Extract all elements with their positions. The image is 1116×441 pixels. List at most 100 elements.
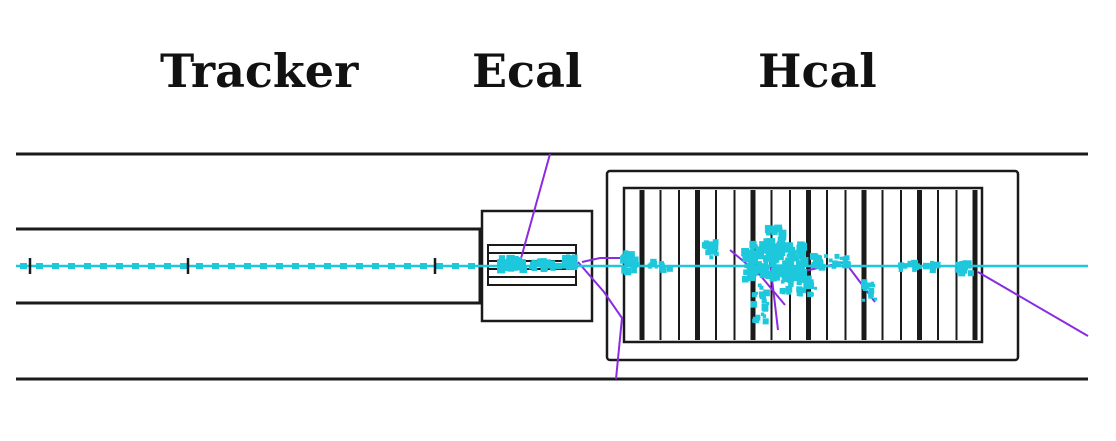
energy-deposit bbox=[785, 257, 794, 266]
energy-deposit bbox=[751, 292, 757, 298]
energy-deposit bbox=[811, 253, 819, 260]
energy-deposit bbox=[774, 265, 781, 272]
tracker-hit bbox=[404, 263, 411, 269]
energy-deposit bbox=[834, 253, 840, 259]
tracker-hit bbox=[452, 263, 459, 269]
energy-deposit bbox=[785, 285, 793, 293]
energy-deposit bbox=[763, 289, 770, 297]
energy-deposit bbox=[813, 257, 819, 264]
energy-deposit bbox=[786, 273, 794, 281]
tracker-hit bbox=[372, 263, 379, 269]
energy-deposit bbox=[507, 255, 515, 264]
tracker-hit bbox=[244, 263, 251, 269]
energy-deposit bbox=[758, 266, 763, 271]
energy-deposit bbox=[654, 265, 658, 269]
energy-deposit bbox=[818, 263, 826, 271]
tracker-hit bbox=[356, 263, 363, 269]
energy-deposit bbox=[800, 257, 809, 266]
energy-deposit bbox=[824, 254, 828, 258]
energy-deposit bbox=[767, 243, 775, 251]
energy-deposit bbox=[815, 256, 820, 261]
tracker-hit bbox=[132, 263, 139, 269]
energy-deposit bbox=[779, 270, 786, 278]
energy-deposit bbox=[629, 257, 634, 262]
energy-deposit bbox=[752, 316, 757, 321]
energy-deposit bbox=[762, 318, 769, 325]
energy-deposit bbox=[777, 237, 786, 245]
energy-deposit bbox=[753, 244, 758, 249]
tracker-hit bbox=[68, 263, 75, 269]
energy-deposit bbox=[810, 263, 815, 269]
energy-deposit bbox=[667, 264, 671, 269]
tracker-hit bbox=[100, 263, 107, 269]
energy-deposit bbox=[548, 260, 552, 265]
energy-deposit bbox=[860, 282, 868, 290]
energy-deposit bbox=[861, 279, 868, 286]
energy-deposit bbox=[709, 246, 715, 251]
energy-deposit bbox=[662, 266, 666, 270]
energy-deposit bbox=[776, 243, 782, 249]
energy-deposit bbox=[709, 255, 714, 260]
energy-deposit bbox=[796, 262, 805, 272]
energy-deposit bbox=[566, 255, 574, 263]
energy-deposit bbox=[514, 262, 522, 269]
energy-deposit bbox=[530, 261, 535, 267]
energy-deposit bbox=[500, 263, 508, 270]
energy-deposit bbox=[782, 260, 787, 265]
energy-deposit bbox=[761, 298, 767, 304]
energy-deposit bbox=[761, 244, 769, 252]
energy-deposit bbox=[633, 256, 639, 262]
energy-deposit bbox=[790, 254, 799, 262]
energy-deposit bbox=[801, 248, 806, 253]
energy-deposit bbox=[832, 260, 838, 267]
energy-deposit bbox=[742, 249, 750, 258]
energy-deposit bbox=[707, 241, 716, 249]
tracker-hit bbox=[52, 263, 59, 269]
energy-deposit bbox=[496, 259, 504, 266]
energy-deposit bbox=[744, 270, 748, 275]
energy-deposit bbox=[763, 264, 770, 271]
energy-deposit bbox=[961, 268, 967, 274]
energy-deposit bbox=[750, 246, 755, 251]
energy-deposit bbox=[770, 270, 777, 277]
energy-deposit bbox=[780, 280, 785, 284]
energy-deposit bbox=[796, 291, 802, 297]
energy-deposit bbox=[803, 282, 809, 288]
energy-deposit bbox=[631, 267, 637, 274]
tracker-hit bbox=[420, 263, 427, 269]
tracker-hit bbox=[292, 263, 299, 269]
energy-deposit bbox=[629, 260, 634, 265]
energy-deposit bbox=[763, 260, 769, 266]
energy-deposit bbox=[959, 265, 965, 271]
energy-deposit bbox=[772, 246, 779, 253]
energy-deposit bbox=[659, 267, 663, 271]
energy-deposit bbox=[763, 255, 770, 262]
tracker-hit bbox=[196, 263, 203, 269]
energy-deposit bbox=[753, 265, 759, 271]
tracker-hit bbox=[324, 263, 331, 269]
energy-deposit bbox=[742, 255, 749, 263]
energy-deposit bbox=[781, 266, 790, 275]
energy-deposit bbox=[958, 262, 964, 268]
energy-deposit bbox=[818, 258, 823, 264]
energy-deposit bbox=[544, 263, 549, 269]
tracker-label: Tracker bbox=[160, 44, 359, 98]
energy-deposit bbox=[870, 281, 875, 285]
secondary-track bbox=[519, 153, 551, 263]
energy-deposit bbox=[796, 279, 802, 286]
energy-deposit bbox=[748, 259, 753, 264]
energy-deposit bbox=[498, 255, 506, 262]
energy-deposit bbox=[787, 244, 793, 251]
secondary-track bbox=[977, 271, 1089, 337]
energy-deposit bbox=[871, 283, 876, 288]
energy-deposit bbox=[757, 246, 763, 253]
energy-deposit bbox=[513, 257, 522, 266]
energy-deposit bbox=[795, 249, 800, 254]
energy-deposit bbox=[933, 261, 941, 269]
tracker-hits bbox=[20, 258, 475, 274]
energy-deposit bbox=[763, 248, 769, 254]
tracker-hit bbox=[340, 263, 347, 269]
energy-deposit bbox=[750, 268, 757, 274]
energy-deposit bbox=[862, 298, 866, 302]
